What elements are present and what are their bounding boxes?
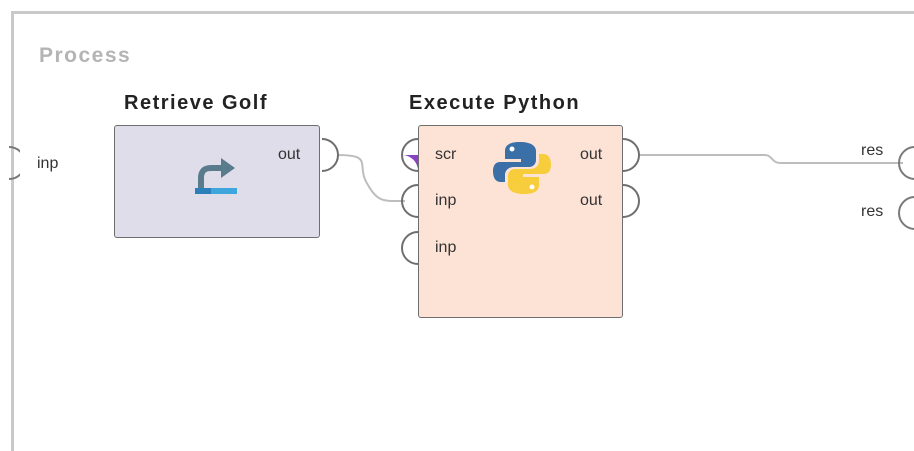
execute-python-operator[interactable]: scr inp inp out out [418,125,623,318]
process-input-port[interactable] [0,146,20,180]
result-port-label: res [861,142,884,159]
python-script-input-port[interactable] [400,138,420,172]
python-output-label: out [580,192,603,209]
retrieve-output-port[interactable] [320,138,340,172]
wire-python-to-result[interactable] [638,154,903,164]
python-output-port[interactable] [621,184,641,218]
python-logo-icon [493,142,551,194]
retrieve-golf-title: Retrieve Golf [124,92,268,114]
python-output-port[interactable] [621,138,641,172]
process-frame [11,11,914,451]
python-input-inp-label: inp [435,192,457,209]
python-data-input-port[interactable] [400,231,420,265]
retrieve-arrow-icon [195,158,237,194]
retrieve-output-label: out [278,146,301,163]
python-input-scr-label: scr [435,146,457,163]
wire-retrieve-to-python[interactable] [336,154,406,203]
retrieve-golf-operator[interactable]: out [114,125,320,238]
result-port[interactable] [898,196,914,230]
python-input-inp-label: inp [435,239,457,256]
connections [336,154,903,203]
result-port-label: res [861,203,884,220]
result-port[interactable] [898,146,914,180]
process-input-label: inp [37,155,59,172]
python-data-input-port[interactable] [400,184,420,218]
python-output-label: out [580,146,603,163]
execute-python-title: Execute Python [409,92,581,114]
process-title: Process [39,44,132,67]
